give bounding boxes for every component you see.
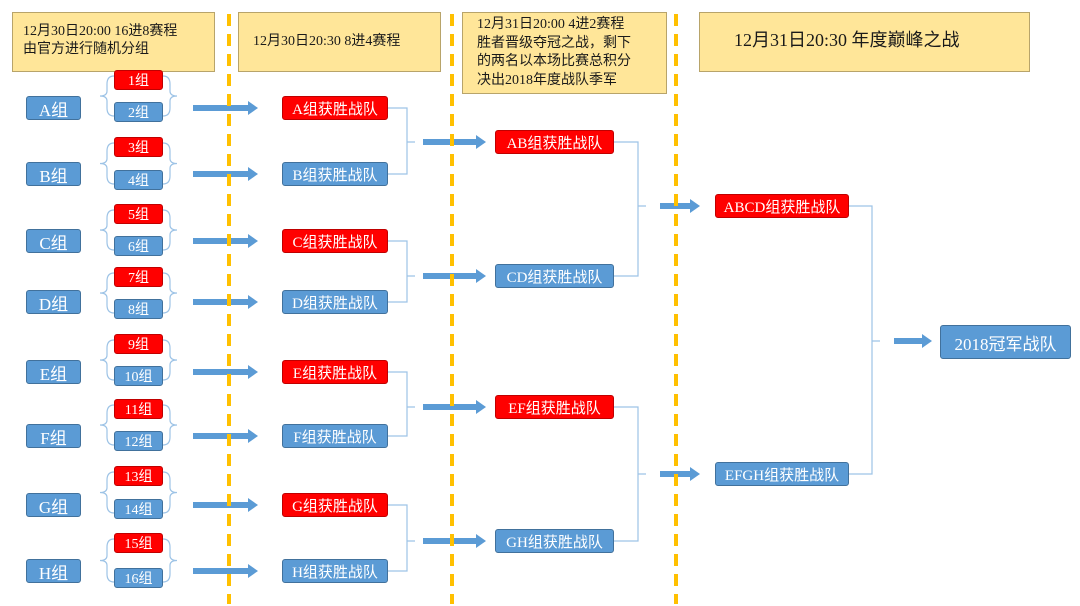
subgroup-bottom: 2组: [114, 102, 163, 122]
subgroup-top: 1组: [114, 70, 163, 90]
group-label: G组: [26, 493, 81, 517]
group-label: C组: [26, 229, 81, 253]
bracket-line: [388, 240, 415, 303]
right-arrow-icon: [423, 400, 486, 414]
subgroup-top: 11组: [114, 399, 163, 419]
curly-brace: [99, 404, 115, 446]
curly-brace: [99, 272, 115, 314]
header-line: 12月31日20:30 年度巅峰之战: [734, 30, 960, 50]
group-winner: A组获胜战队: [282, 96, 388, 120]
subgroup-bottom: 12组: [114, 431, 163, 451]
subgroup-bottom: 6组: [114, 236, 163, 256]
right-arrow-icon: [193, 101, 258, 115]
header-line: 12月30日20:00 16进8赛程: [23, 24, 178, 39]
group-label: E组: [26, 360, 81, 384]
curly-brace: [162, 339, 178, 381]
subgroup-top: 9组: [114, 334, 163, 354]
curly-brace: [99, 471, 115, 514]
subgroup-bottom: 16组: [114, 568, 163, 588]
right-arrow-icon: [423, 269, 486, 283]
group-label: D组: [26, 290, 81, 314]
group-winner: E组获胜战队: [282, 360, 388, 384]
champion-box: 2018冠军战队: [940, 325, 1071, 359]
group-winner: C组获胜战队: [282, 229, 388, 253]
group-winner: H组获胜战队: [282, 559, 388, 583]
curly-brace: [162, 272, 178, 314]
header-line: 12月31日20:00 4进2赛程: [477, 17, 625, 32]
subgroup-top: 5组: [114, 204, 163, 224]
subgroup-top: 3组: [114, 137, 163, 157]
curly-brace: [162, 538, 178, 583]
group-label: A组: [26, 96, 81, 120]
semifinal-team: EF组获胜战队: [495, 395, 614, 419]
header-semifinals: 12月31日20:00 4进2赛程 胜者晋级夺冠之战，剩下 的两名以本场比赛总积…: [462, 12, 667, 94]
group-label: F组: [26, 424, 81, 448]
right-arrow-icon: [193, 498, 258, 512]
subgroup-bottom: 14组: [114, 499, 163, 519]
curly-brace: [99, 209, 115, 251]
semifinal-team: GH组获胜战队: [495, 529, 614, 553]
header-final: 12月31日20:30 年度巅峰之战: [699, 12, 1030, 72]
group-winner: F组获胜战队: [282, 424, 388, 448]
right-arrow-icon: [894, 334, 932, 348]
curly-brace: [162, 75, 178, 117]
right-arrow-icon: [423, 135, 486, 149]
curly-brace: [99, 75, 115, 117]
header-line: 由官方进行随机分组: [23, 42, 149, 57]
right-arrow-icon: [193, 234, 258, 248]
curly-brace: [162, 142, 178, 185]
finalist-team: EFGH组获胜战队: [715, 462, 849, 486]
subgroup-bottom: 10组: [114, 366, 163, 386]
header-round-of-16: 12月30日20:00 16进8赛程 由官方进行随机分组: [12, 12, 215, 72]
right-arrow-icon: [423, 534, 486, 548]
header-line: 12月30日20:30 8进4赛程: [253, 34, 401, 49]
curly-brace: [162, 404, 178, 446]
bracket-line: [614, 141, 646, 277]
right-arrow-icon: [660, 199, 700, 213]
bracket-line: [388, 504, 415, 572]
bracket-line: [388, 371, 415, 437]
finalist-team: ABCD组获胜战队: [715, 194, 849, 218]
header-line: 决出2018年度战队季军: [477, 72, 617, 88]
group-winner: B组获胜战队: [282, 162, 388, 186]
curly-brace: [162, 209, 178, 251]
right-arrow-icon: [193, 365, 258, 379]
right-arrow-icon: [193, 429, 258, 443]
header-line: 的两名以本场比赛总积分: [477, 54, 631, 69]
subgroup-top: 15组: [114, 533, 163, 553]
subgroup-bottom: 8组: [114, 299, 163, 319]
semifinal-team: CD组获胜战队: [495, 264, 614, 288]
bracket-line: [614, 406, 646, 542]
header-line: 胜者晋级夺冠之战，剩下: [477, 35, 631, 51]
curly-brace: [99, 142, 115, 185]
right-arrow-icon: [193, 167, 258, 181]
right-arrow-icon: [660, 467, 700, 481]
subgroup-bottom: 4组: [114, 170, 163, 190]
right-arrow-icon: [193, 295, 258, 309]
curly-brace: [99, 339, 115, 381]
curly-brace: [162, 471, 178, 514]
subgroup-top: 7组: [114, 267, 163, 287]
group-label: B组: [26, 162, 81, 186]
group-winner: G组获胜战队: [282, 493, 388, 517]
bracket-line: [849, 205, 880, 475]
semifinal-team: AB组获胜战队: [495, 130, 614, 154]
group-label: H组: [26, 559, 81, 583]
right-arrow-icon: [193, 564, 258, 578]
group-winner: D组获胜战队: [282, 290, 388, 314]
curly-brace: [99, 538, 115, 583]
bracket-line: [388, 107, 415, 175]
header-quarterfinals: 12月30日20:30 8进4赛程: [238, 12, 441, 72]
subgroup-top: 13组: [114, 466, 163, 486]
